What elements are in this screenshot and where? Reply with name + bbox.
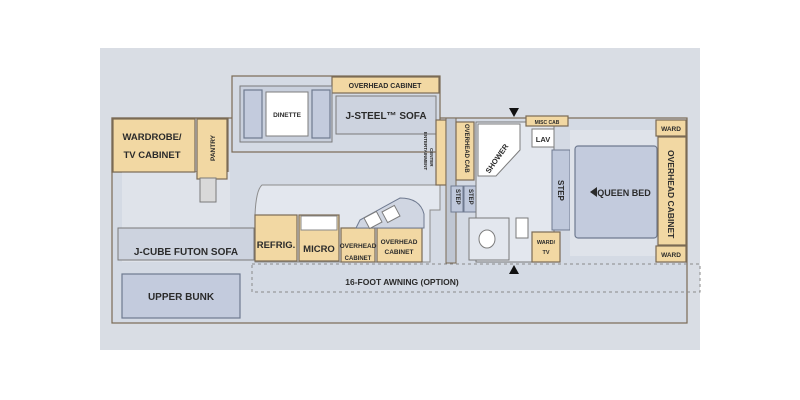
bath-door: [515, 217, 529, 239]
wardrobe-tv-cabinet: [112, 118, 196, 173]
entertainment-label-1: ENTERTAINMENT: [423, 132, 428, 170]
door-frame: [199, 177, 217, 203]
awning-outline: [251, 263, 701, 293]
jsteel-sofa-label: J-STEEL™ SOFA: [345, 111, 426, 122]
ward-tv-label-2: TV: [542, 250, 549, 256]
awning-label: 16-FOOT AWNING (OPTION): [345, 277, 459, 287]
stove-top: [300, 215, 338, 231]
entertainment-label-2: CENTER: [429, 148, 434, 167]
jcube-label: J-CUBE FUTON SOFA: [134, 247, 238, 258]
toilet: [478, 229, 496, 249]
ward-bottom-label: WARD: [661, 252, 681, 259]
entertainment-center: [435, 119, 447, 186]
sink-basin-2: [381, 204, 401, 224]
step-label-1: STEP: [454, 189, 460, 205]
wardrobe-label-2: TV CABINET: [124, 150, 181, 161]
step-label-2: STEP: [467, 189, 473, 205]
overhead-cabinet-vertical-label: OVERHEAD CABINET: [666, 150, 676, 239]
refrigerator: [254, 214, 298, 262]
pantry-label: PANTRY: [210, 134, 217, 161]
ward-tv: [531, 231, 561, 263]
jsteel-sofa: [335, 95, 437, 135]
refrig-label: REFRIG.: [257, 240, 296, 251]
door-marker-bottom: [509, 265, 519, 274]
door-marker-top: [509, 108, 519, 117]
dinette-label: DINETTE: [273, 112, 301, 119]
misc-cab-label: MISC CAB: [535, 120, 560, 126]
lav-label: LAV: [536, 135, 550, 144]
overhead-cabinet-top-label: OVERHEAD CABINET: [349, 83, 422, 90]
overhead-cab-small-label-2: CABINET: [345, 256, 372, 262]
queen-bed-label: QUEEN BED: [597, 188, 651, 198]
overhead-cab-small-label-1: OVERHEAD: [340, 243, 377, 250]
overhead-cab-kitchen-label-2: CABINET: [385, 249, 414, 256]
sink-basin-1: [363, 210, 383, 230]
wardrobe-label-1: WARDROBE/: [122, 132, 181, 143]
queen-bed: [574, 145, 658, 239]
ward-tv-label-1: WARD/: [537, 240, 556, 246]
overhead-cabinet-vertical: [657, 136, 687, 246]
shower: [477, 123, 521, 177]
pantry: [196, 118, 228, 180]
step-front-1: [450, 185, 464, 213]
upper-bunk: [121, 273, 241, 319]
overhead-cab-kitchen-label-1: OVERHEAD: [381, 239, 418, 246]
ward-top: [655, 119, 687, 137]
dinette: DINETTE: [239, 85, 333, 143]
step-label-3: STEP: [556, 180, 565, 202]
micro-label: MICRO: [303, 244, 335, 255]
upper-bunk-label: UPPER BUNK: [148, 292, 215, 303]
lavatory: [531, 128, 555, 148]
bed-arrow: [590, 187, 597, 197]
overhead-cab-vertical: [455, 121, 475, 181]
jcube-futon-sofa: [117, 227, 255, 261]
ward-top-label: WARD: [661, 126, 681, 133]
overhead-cabinet-top: [331, 76, 440, 94]
misc-cabinet: [525, 115, 569, 127]
overhead-cabinet-kitchen: [376, 227, 423, 263]
ward-bottom: [655, 245, 687, 263]
overhead-cab-vertical-label: OVERHEAD CAB: [463, 124, 469, 173]
